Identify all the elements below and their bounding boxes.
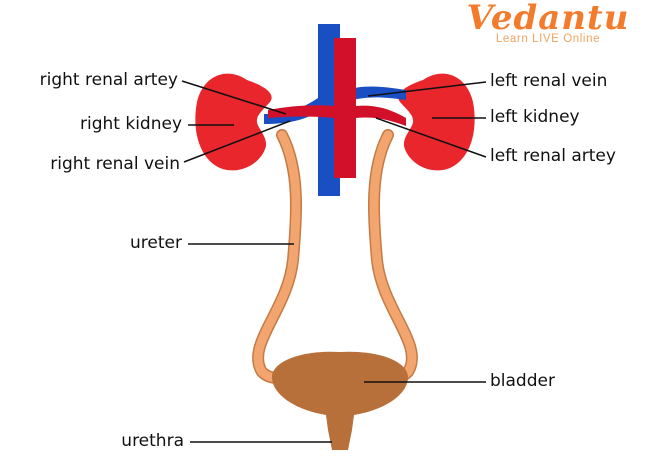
left-ureter-fill <box>368 135 412 378</box>
label-right-renal-artery: right renal artey <box>40 70 178 90</box>
label-right-kidney: right kidney <box>80 114 182 134</box>
bladder-shape <box>272 352 408 450</box>
right-ureter-fill <box>258 135 302 378</box>
label-ureter: ureter <box>130 233 182 253</box>
left-renal-artery-vessel <box>356 106 406 126</box>
label-urethra: urethra <box>121 431 184 451</box>
label-bladder: bladder <box>490 371 555 391</box>
label-left-renal-vein: left renal vein <box>490 71 607 91</box>
logo-tagline: Learn LIVE Online <box>450 32 646 46</box>
label-left-kidney: left kidney <box>490 107 580 127</box>
label-left-renal-artery: left renal artey <box>490 146 616 166</box>
aorta <box>334 38 356 178</box>
vedantu-logo: Vedantu Learn LIVE Online <box>450 2 646 50</box>
label-right-renal-vein: right renal vein <box>50 154 180 174</box>
